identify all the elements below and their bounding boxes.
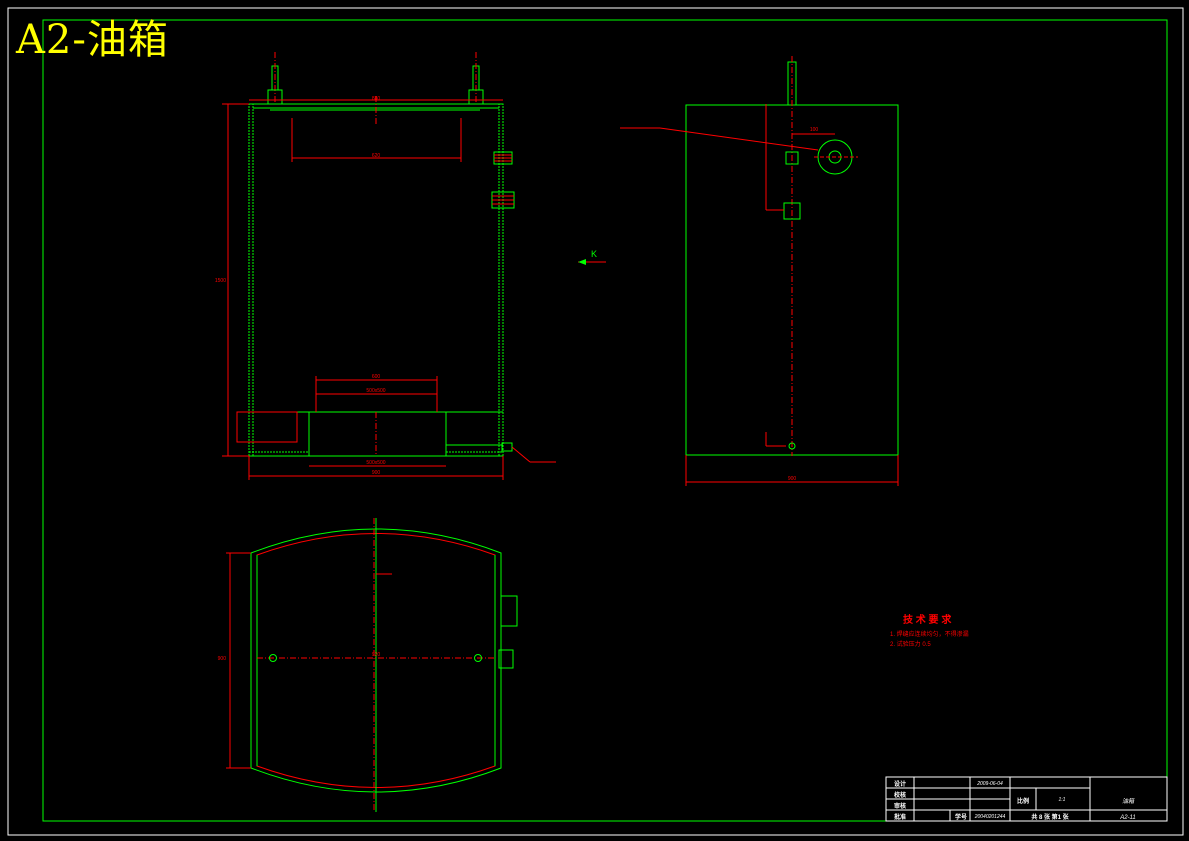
dim-sump-outer: 600 bbox=[372, 374, 381, 380]
inner-border bbox=[42, 19, 1168, 822]
side-dim-offset: 100 bbox=[810, 127, 819, 133]
dim-inner-width: 620 bbox=[372, 153, 381, 159]
front-view: 880 620 1500 600 500x500 500x500 900 bbox=[215, 52, 556, 480]
tb-design-label: 设计 bbox=[894, 780, 906, 788]
return-port bbox=[783, 202, 801, 220]
tb-drawing-no: A2-11 bbox=[1119, 815, 1136, 821]
tb-scale-label: 比例 bbox=[1017, 797, 1029, 805]
dim-overall-width: 900 bbox=[372, 470, 381, 476]
tech-req-heading: 技 术 要 求 bbox=[903, 613, 952, 626]
gauge-port bbox=[785, 151, 799, 165]
tb-sheet-info: 共 8 张 第1 张 bbox=[1031, 813, 1069, 821]
tb-approve-label: 批准 bbox=[894, 813, 906, 821]
top-view: 900 920 bbox=[218, 518, 518, 812]
tech-requirements: 技 术 要 求 1. 焊缝应连续均匀，不得渗漏 2. 试验压力 0.5 bbox=[890, 613, 969, 648]
top-outline bbox=[250, 528, 502, 793]
view-marker-label: K bbox=[591, 249, 597, 259]
sump bbox=[308, 411, 447, 457]
tech-req-line-2: 2. 试验压力 0.5 bbox=[890, 640, 931, 648]
left-wall bbox=[248, 103, 254, 457]
top-hole-right bbox=[474, 654, 482, 662]
drawing-title: A2-油箱 bbox=[16, 17, 169, 63]
tb-part-name: 油箱 bbox=[1122, 797, 1135, 805]
top-filler-box bbox=[500, 595, 518, 627]
tb-review-label: 审核 bbox=[894, 802, 906, 810]
dim-sump-bottom: 500x500 bbox=[366, 460, 385, 466]
outer-frame bbox=[7, 7, 1184, 836]
dim-height: 1500 bbox=[215, 278, 226, 284]
tb-scale: 1:1 bbox=[1059, 797, 1066, 803]
view-direction-marker: K bbox=[578, 249, 606, 265]
dim-sump-inner: 500x500 bbox=[366, 388, 385, 394]
tb-date: 2009-06-04 bbox=[976, 781, 1003, 787]
tb-student-no: 20040201244 bbox=[974, 814, 1006, 820]
dim-top-width: 880 bbox=[372, 96, 381, 102]
top-hole-left bbox=[269, 654, 277, 662]
top-port-box bbox=[498, 649, 514, 669]
top-dim-center: 920 bbox=[372, 652, 381, 658]
tech-req-line-1: 1. 焊缝应连续均匀，不得渗漏 bbox=[890, 630, 969, 638]
top-dim-depth: 900 bbox=[218, 656, 227, 662]
right-wall bbox=[498, 103, 504, 457]
tb-school-label: 学号 bbox=[955, 813, 967, 821]
side-drain bbox=[788, 442, 796, 450]
tb-check-label: 校核 bbox=[894, 791, 906, 799]
side-dim-width: 900 bbox=[788, 476, 797, 482]
title-block: 设计 2009-06-04 校核 审核 批准 学号 20040201244 比例… bbox=[885, 776, 1168, 822]
side-view: 100 900 bbox=[620, 56, 899, 486]
